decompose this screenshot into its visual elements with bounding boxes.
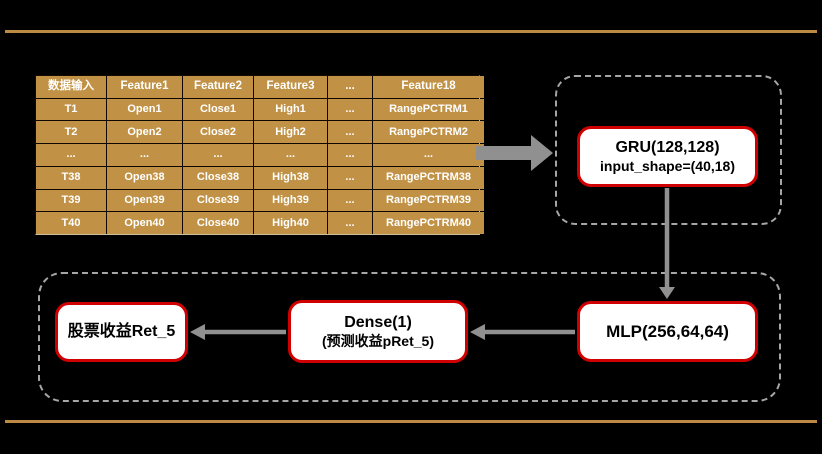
table-cell: ... bbox=[328, 212, 372, 234]
stock-return-label: 股票收益Ret_5 bbox=[67, 323, 176, 340]
dense-node: Dense(1) (预测收益pRet_5) bbox=[288, 300, 468, 363]
mlp-label: MLP(256,64,64) bbox=[606, 321, 729, 341]
table-cell: T40 bbox=[36, 212, 106, 234]
table-cell: RangePCTRM1 bbox=[373, 98, 484, 121]
table-cell: T38 bbox=[36, 166, 106, 189]
table-cell: Open39 bbox=[107, 189, 182, 212]
table-cell: Close40 bbox=[183, 212, 253, 234]
table-header-cell: Feature1 bbox=[107, 76, 182, 98]
table-cell: Open1 bbox=[107, 98, 182, 121]
table-cell: ... bbox=[328, 166, 372, 189]
table-cell: Close38 bbox=[183, 166, 253, 189]
table-cell: ... bbox=[107, 144, 182, 166]
gru-label-line2: input_shape=(40,18) bbox=[600, 157, 735, 174]
prediction-stage-container bbox=[38, 272, 781, 402]
table-header-cell: ... bbox=[328, 76, 372, 98]
table-cell: High40 bbox=[254, 212, 327, 234]
table-cell: High38 bbox=[254, 166, 327, 189]
gru-label-line1: GRU(128,128) bbox=[615, 138, 720, 156]
table-cell: ... bbox=[328, 189, 372, 212]
table-cell: Close2 bbox=[183, 121, 253, 144]
dense-label-line2: (预测收益pRet_5) bbox=[321, 332, 434, 349]
table-cell: ... bbox=[373, 144, 484, 166]
gru-node: GRU(128,128) input_shape=(40,18) bbox=[577, 126, 758, 187]
table-cell: RangePCTRM38 bbox=[373, 166, 484, 189]
table-header-cell: Feature18 bbox=[373, 76, 484, 98]
table-cell: High1 bbox=[254, 98, 327, 121]
dense-label-line1: Dense(1) bbox=[344, 313, 412, 331]
table-cell: High2 bbox=[254, 121, 327, 144]
table-cell: Open40 bbox=[107, 212, 182, 234]
table-cell: ... bbox=[328, 98, 372, 121]
table-cell: RangePCTRM40 bbox=[373, 212, 484, 234]
table-header-cell: 数据输入 bbox=[36, 76, 106, 98]
bottom-divider-line bbox=[5, 420, 817, 423]
mlp-node: MLP(256,64,64) bbox=[577, 301, 758, 362]
table-cell: ... bbox=[328, 144, 372, 166]
table-header-cell: Feature3 bbox=[254, 76, 327, 98]
table-cell: T39 bbox=[36, 189, 106, 212]
arrow-table-to-gru-icon bbox=[476, 135, 553, 171]
table-cell: Close39 bbox=[183, 189, 253, 212]
table-cell: ... bbox=[254, 144, 327, 166]
table-cell: ... bbox=[183, 144, 253, 166]
table-header-cell: Feature2 bbox=[183, 76, 253, 98]
table-cell: Open38 bbox=[107, 166, 182, 189]
table-cell: Close1 bbox=[183, 98, 253, 121]
table-cell: T2 bbox=[36, 121, 106, 144]
table-cell: High39 bbox=[254, 189, 327, 212]
table-cell: Open2 bbox=[107, 121, 182, 144]
stock-return-output-node: 股票收益Ret_5 bbox=[55, 302, 188, 362]
table-cell: T1 bbox=[36, 98, 106, 121]
table-cell: RangePCTRM39 bbox=[373, 189, 484, 212]
table-cell: ... bbox=[36, 144, 106, 166]
top-divider-line bbox=[5, 30, 817, 33]
table-cell: ... bbox=[328, 121, 372, 144]
table-cell: RangePCTRM2 bbox=[373, 121, 484, 144]
